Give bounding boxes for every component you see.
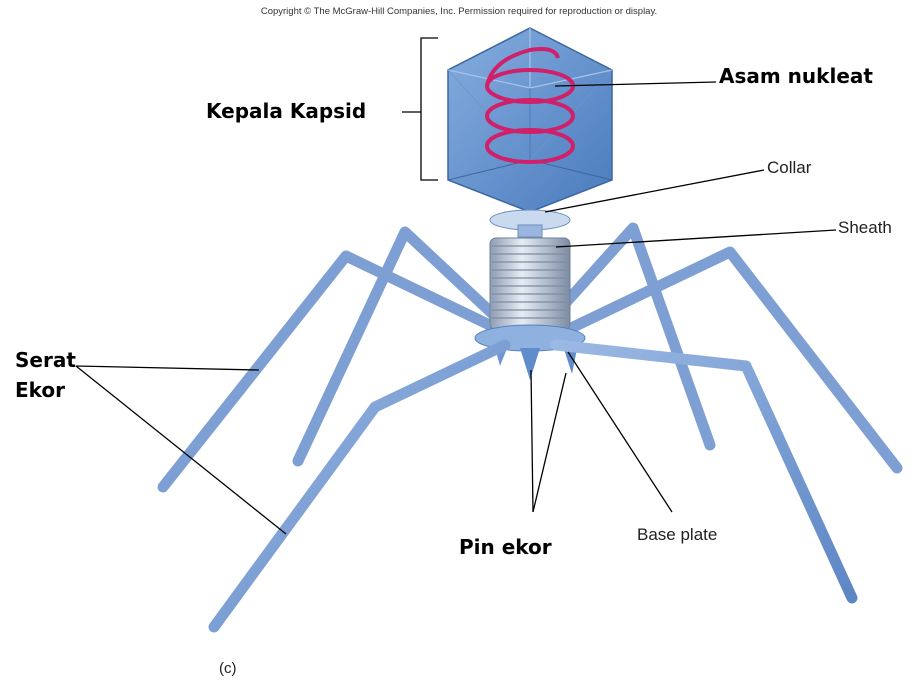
- label-sheath: Sheath: [838, 218, 892, 238]
- label-pin-ekor: Pin ekor: [459, 535, 552, 559]
- label-collar: Collar: [767, 158, 811, 178]
- collar: [490, 210, 570, 237]
- tail-fiber: [556, 345, 852, 598]
- label-ekor: Ekor: [15, 378, 65, 402]
- tail-pin: [520, 348, 540, 380]
- label-serat: Serat: [15, 348, 76, 372]
- label-asam-nukleat: Asam nukleat: [719, 64, 873, 88]
- capsid-bracket: [421, 38, 438, 180]
- sheath: [490, 238, 570, 330]
- label-base-plate: Base plate: [637, 525, 717, 545]
- capsid-head: [448, 28, 612, 212]
- panel-label: (c): [219, 660, 237, 677]
- tail-fiber: [214, 345, 505, 627]
- tail-fiber: [298, 232, 497, 461]
- label-kepala-kapsid: Kepala Kapsid: [206, 99, 366, 123]
